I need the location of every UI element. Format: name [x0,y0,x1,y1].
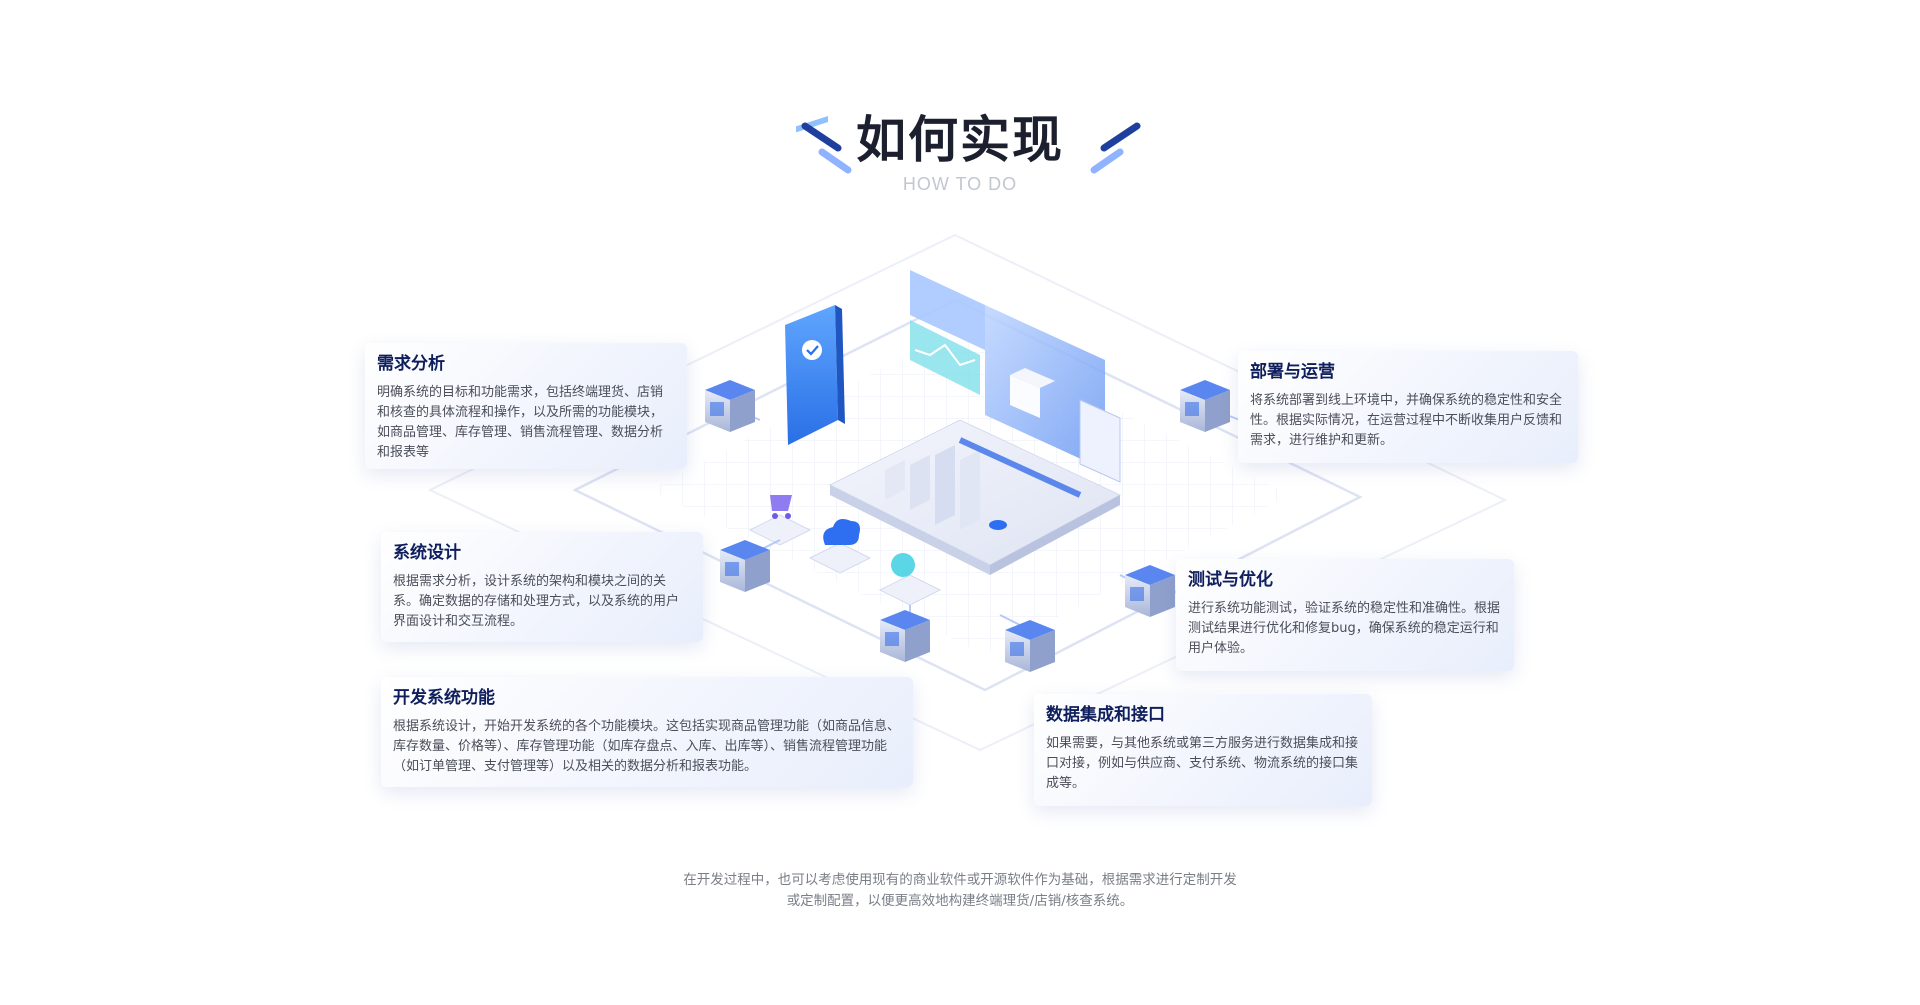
card-test-optimize: 测试与优化 进行系统功能测试，验证系统的稳定性和准确性。根据测试结果进行优化和修… [1176,559,1514,671]
card-title: 测试与优化 [1188,570,1273,590]
card-system-design: 系统设计 根据需求分析，设计系统的架构和模块之间的关系。确定数据的存储和处理方式… [381,532,703,642]
card-title: 数据集成和接口 [1046,705,1165,725]
page-title: 如何实现 [856,111,1064,169]
section-header: 如何实现 HOW TO DO [0,108,1920,195]
card-deploy-operate: 部署与运营 将系统部署到线上环境中，并确保系统的稳定性和安全性。根据实际情况，在… [1238,351,1578,463]
card-text: 根据系统设计，开始开发系统的各个功能模块。这包括实现商品管理功能（如商品信息、库… [393,719,901,774]
footer-line-1: 在开发过程中，也可以考虑使用现有的商业软件或开源软件作为基础，根据需求进行定制开… [683,872,1237,888]
card-data-integration: 数据集成和接口 如果需要，与其他系统或第三方服务进行数据集成和接口对接，例如与供… [1034,694,1372,806]
card-title: 系统设计 [393,543,461,563]
title-decoration-right [1090,122,1141,174]
card-title: 部署与运营 [1250,362,1335,382]
title-decoration-left [801,122,852,174]
page-subtitle: HOW TO DO [902,174,1018,194]
card-text: 将系统部署到线上环境中，并确保系统的稳定性和安全性。根据实际情况，在运营过程中不… [1250,393,1563,448]
phone-illustration [785,115,845,445]
card-text: 明确系统的目标和功能需求，包括终端理货、店销和核查的具体流程和操作，以及所需的功… [377,385,664,460]
card-title: 开发系统功能 [393,688,495,708]
footer-line-2: 或定制配置，以便更高效地构建终端理货/店销/核查系统。 [786,893,1134,909]
card-text: 根据需求分析，设计系统的架构和模块之间的关系。确定数据的存储和处理方式，以及系统… [393,574,680,629]
card-develop-functions: 开发系统功能 根据系统设计，开始开发系统的各个功能模块。这包括实现商品管理功能（… [381,677,913,787]
computer-base [828,419,1122,575]
card-text: 如果需要，与其他系统或第三方服务进行数据集成和接口对接，例如与供应商、支付系统、… [1046,736,1359,791]
small-platforms [748,495,942,606]
monitor-screens [910,270,1121,498]
card-title: 需求分析 [377,354,445,374]
card-requirement-analysis: 需求分析 明确系统的目标和功能需求，包括终端理货、店销和核查的具体流程和操作，以… [365,343,687,469]
shop-icons [705,380,1230,672]
footer-note: 在开发过程中，也可以考虑使用现有的商业软件或开源软件作为基础，根据需求进行定制开… [0,870,1920,912]
card-text: 进行系统功能测试，验证系统的稳定性和准确性。根据测试结果进行优化和修复bug，确… [1188,601,1501,656]
